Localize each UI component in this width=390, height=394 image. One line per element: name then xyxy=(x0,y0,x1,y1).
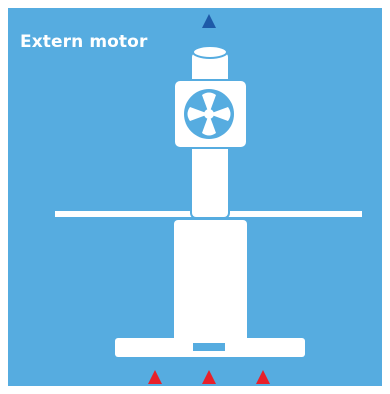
intake-slot xyxy=(193,343,225,351)
inflow-arrow-icon-right xyxy=(256,370,270,384)
inflow-arrow-icon-left xyxy=(148,370,162,384)
lower-duct xyxy=(174,220,247,348)
diagram-title: Extern motor xyxy=(20,32,148,52)
duct-opening xyxy=(192,45,228,59)
outflow-arrow-icon xyxy=(202,14,216,28)
fan-icon xyxy=(184,89,234,139)
inflow-arrow-icon-center xyxy=(202,370,216,384)
